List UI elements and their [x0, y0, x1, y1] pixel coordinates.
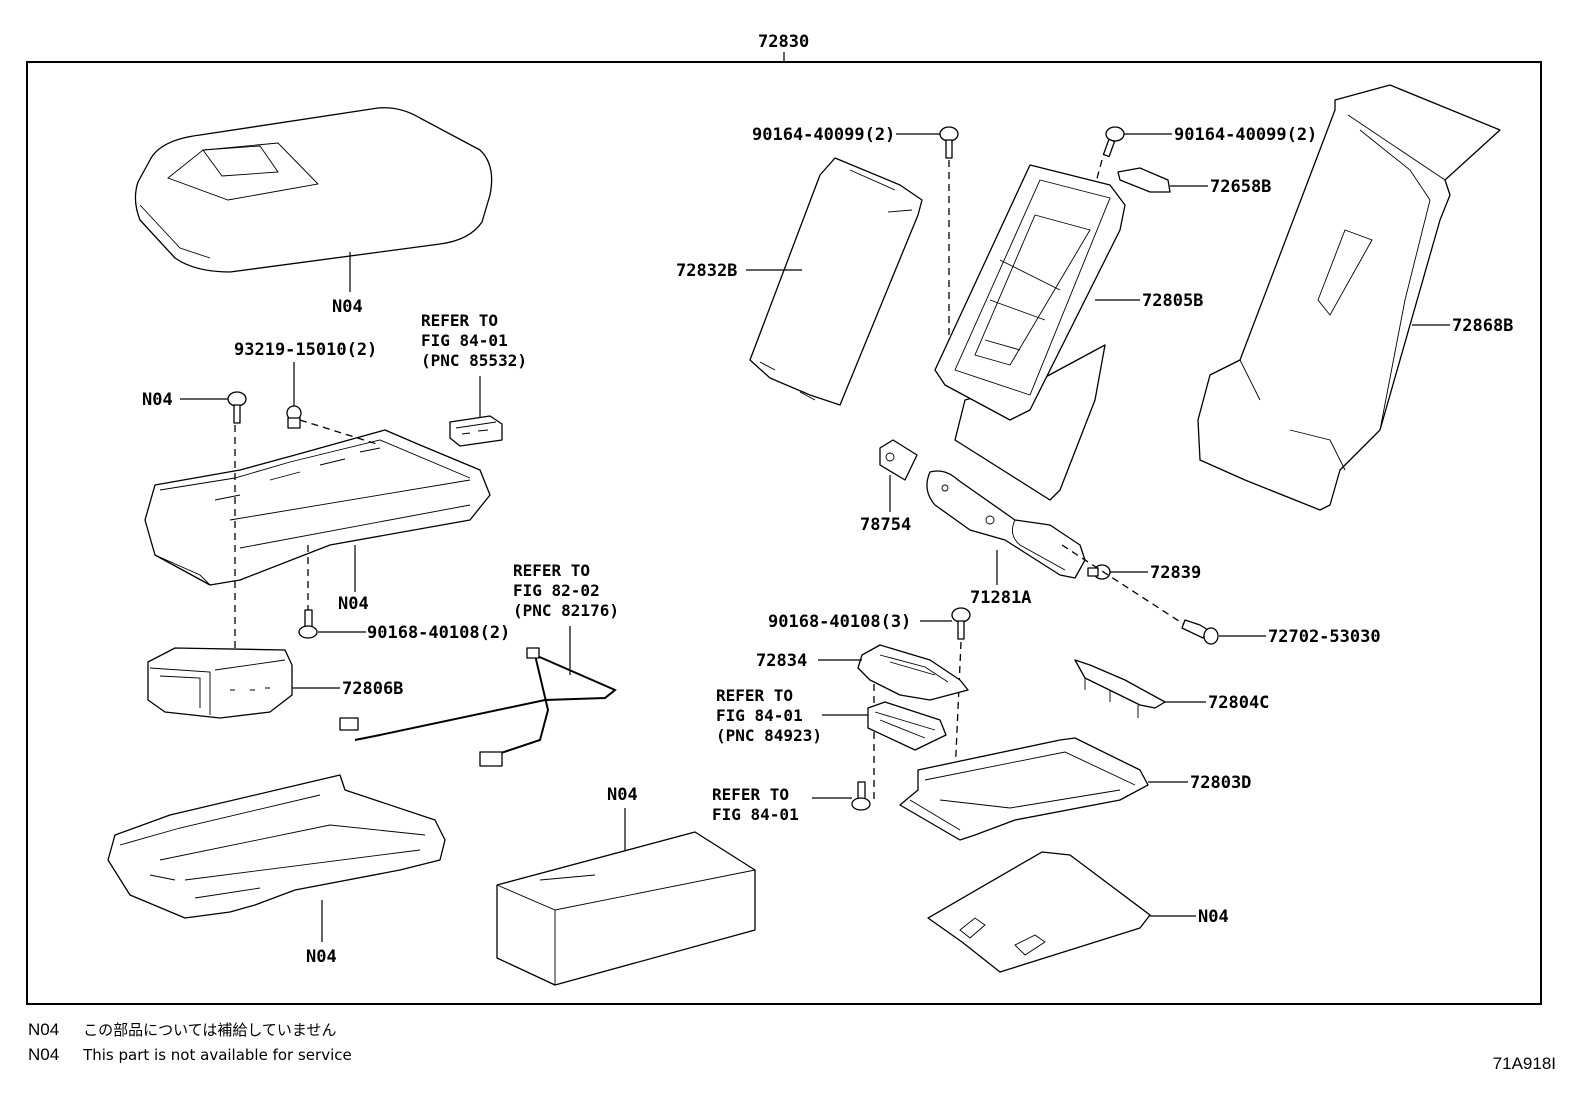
garnish-72804c-part	[1074, 659, 1166, 718]
refer-82176-line3[interactable]: (PNC 82176)	[513, 601, 619, 620]
wire-harness-part	[339, 647, 617, 767]
hinge-71281a-label: 71281A	[970, 588, 1031, 608]
frame-72805b-part	[934, 164, 1126, 421]
legend-row-english: N04 This part is not available for servi…	[28, 1045, 352, 1065]
backing-sheet-part	[954, 344, 1106, 501]
screw-90164-right-label: 90164-40099(2)	[1174, 125, 1317, 145]
tray-72803d-label: 72803D	[1190, 773, 1251, 793]
hinge-71281a-part	[926, 470, 1086, 579]
seat-back-72868b-part	[1197, 84, 1501, 511]
clip-dashline	[299, 419, 381, 446]
bezel-72834-label: 72834	[756, 651, 807, 671]
bracket-78754-label: 78754	[860, 515, 911, 535]
refer-84923-line2[interactable]: FIG 84-01	[716, 706, 803, 725]
clip-93219-part	[286, 405, 302, 429]
legend-code: N04	[28, 1020, 60, 1039]
pad-box-label: N04	[607, 785, 638, 805]
refer-85532-line2[interactable]: FIG 84-01	[421, 331, 508, 350]
assembly-number-label: 72830	[758, 32, 809, 52]
refer-84-01-line1[interactable]: REFER TO	[712, 785, 789, 804]
cup-holder-part	[147, 647, 293, 719]
refer-85532-line3[interactable]: (PNC 85532)	[421, 351, 527, 370]
legend-text: This part is not available for service	[83, 1046, 352, 1064]
bezel-72834-part	[857, 644, 969, 701]
armrest-frame-part	[144, 429, 491, 586]
bracket-78754-part	[879, 439, 918, 481]
nut-72839-part	[1087, 564, 1111, 580]
screw-90164-left-label: 90164-40099(2)	[752, 125, 895, 145]
base-tray-label: N04	[306, 947, 337, 967]
legend-code: N04	[28, 1045, 60, 1064]
pad-box-part	[496, 831, 756, 986]
legend-row-japanese: N04 この部品については補給していません	[28, 1019, 336, 1040]
tray-72803d-part	[899, 737, 1149, 841]
board-72832b-label: 72832B	[676, 261, 737, 281]
board-72832b-part	[749, 157, 923, 406]
screw-90164-left-part	[939, 126, 959, 159]
seat-back-72868b-label: 72868B	[1452, 316, 1513, 336]
cover-72658b-part	[1117, 167, 1171, 193]
cover-72658b-label: 72658B	[1210, 177, 1271, 197]
usb-module-part	[449, 415, 503, 447]
screw-84-01-part	[851, 781, 871, 811]
nut-72839-label: 72839	[1150, 563, 1201, 583]
screw-90168-2-label: 90168-40108(2)	[367, 623, 510, 643]
refer-84923-line1[interactable]: REFER TO	[716, 686, 793, 705]
refer-85532-line1[interactable]: REFER TO	[421, 311, 498, 330]
refer-82176-line2[interactable]: FIG 82-02	[513, 581, 600, 600]
clip-93219-label: 93219-15010(2)	[234, 340, 377, 360]
refer-82176-line1[interactable]: REFER TO	[513, 561, 590, 580]
bolt-dashline	[1061, 544, 1186, 626]
screw-left-label: N04	[142, 390, 173, 410]
screw-90164-right-part	[1102, 126, 1125, 158]
screw-90168-3-part	[951, 607, 971, 640]
armrest-cushion-label: N04	[332, 297, 363, 317]
armrest-frame-label: N04	[338, 594, 369, 614]
switch-part	[867, 701, 947, 751]
frame-72805b-label: 72805B	[1142, 291, 1203, 311]
cup-holder-label: 72806B	[342, 679, 403, 699]
screw-left-part	[227, 391, 247, 424]
base-tray-part	[107, 774, 446, 919]
garnish-72804c-label: 72804C	[1208, 693, 1269, 713]
screw-90168-3-label: 90168-40108(3)	[768, 612, 911, 632]
bolt-72702-label: 72702-53030	[1268, 627, 1381, 647]
floor-mat-part	[927, 851, 1151, 973]
screw-90168-2-part	[298, 609, 318, 639]
refer-84-01-line2[interactable]: FIG 84-01	[712, 805, 799, 824]
floor-mat-label: N04	[1198, 907, 1229, 927]
armrest-cushion-part	[134, 107, 493, 273]
refer-84923-line3[interactable]: (PNC 84923)	[716, 726, 822, 745]
legend-text: この部品については補給していません	[83, 1021, 337, 1039]
assembly-frame	[26, 61, 1542, 1005]
bolt-72702-part	[1181, 619, 1219, 645]
figure-id: 71A918I	[1492, 1054, 1556, 1073]
